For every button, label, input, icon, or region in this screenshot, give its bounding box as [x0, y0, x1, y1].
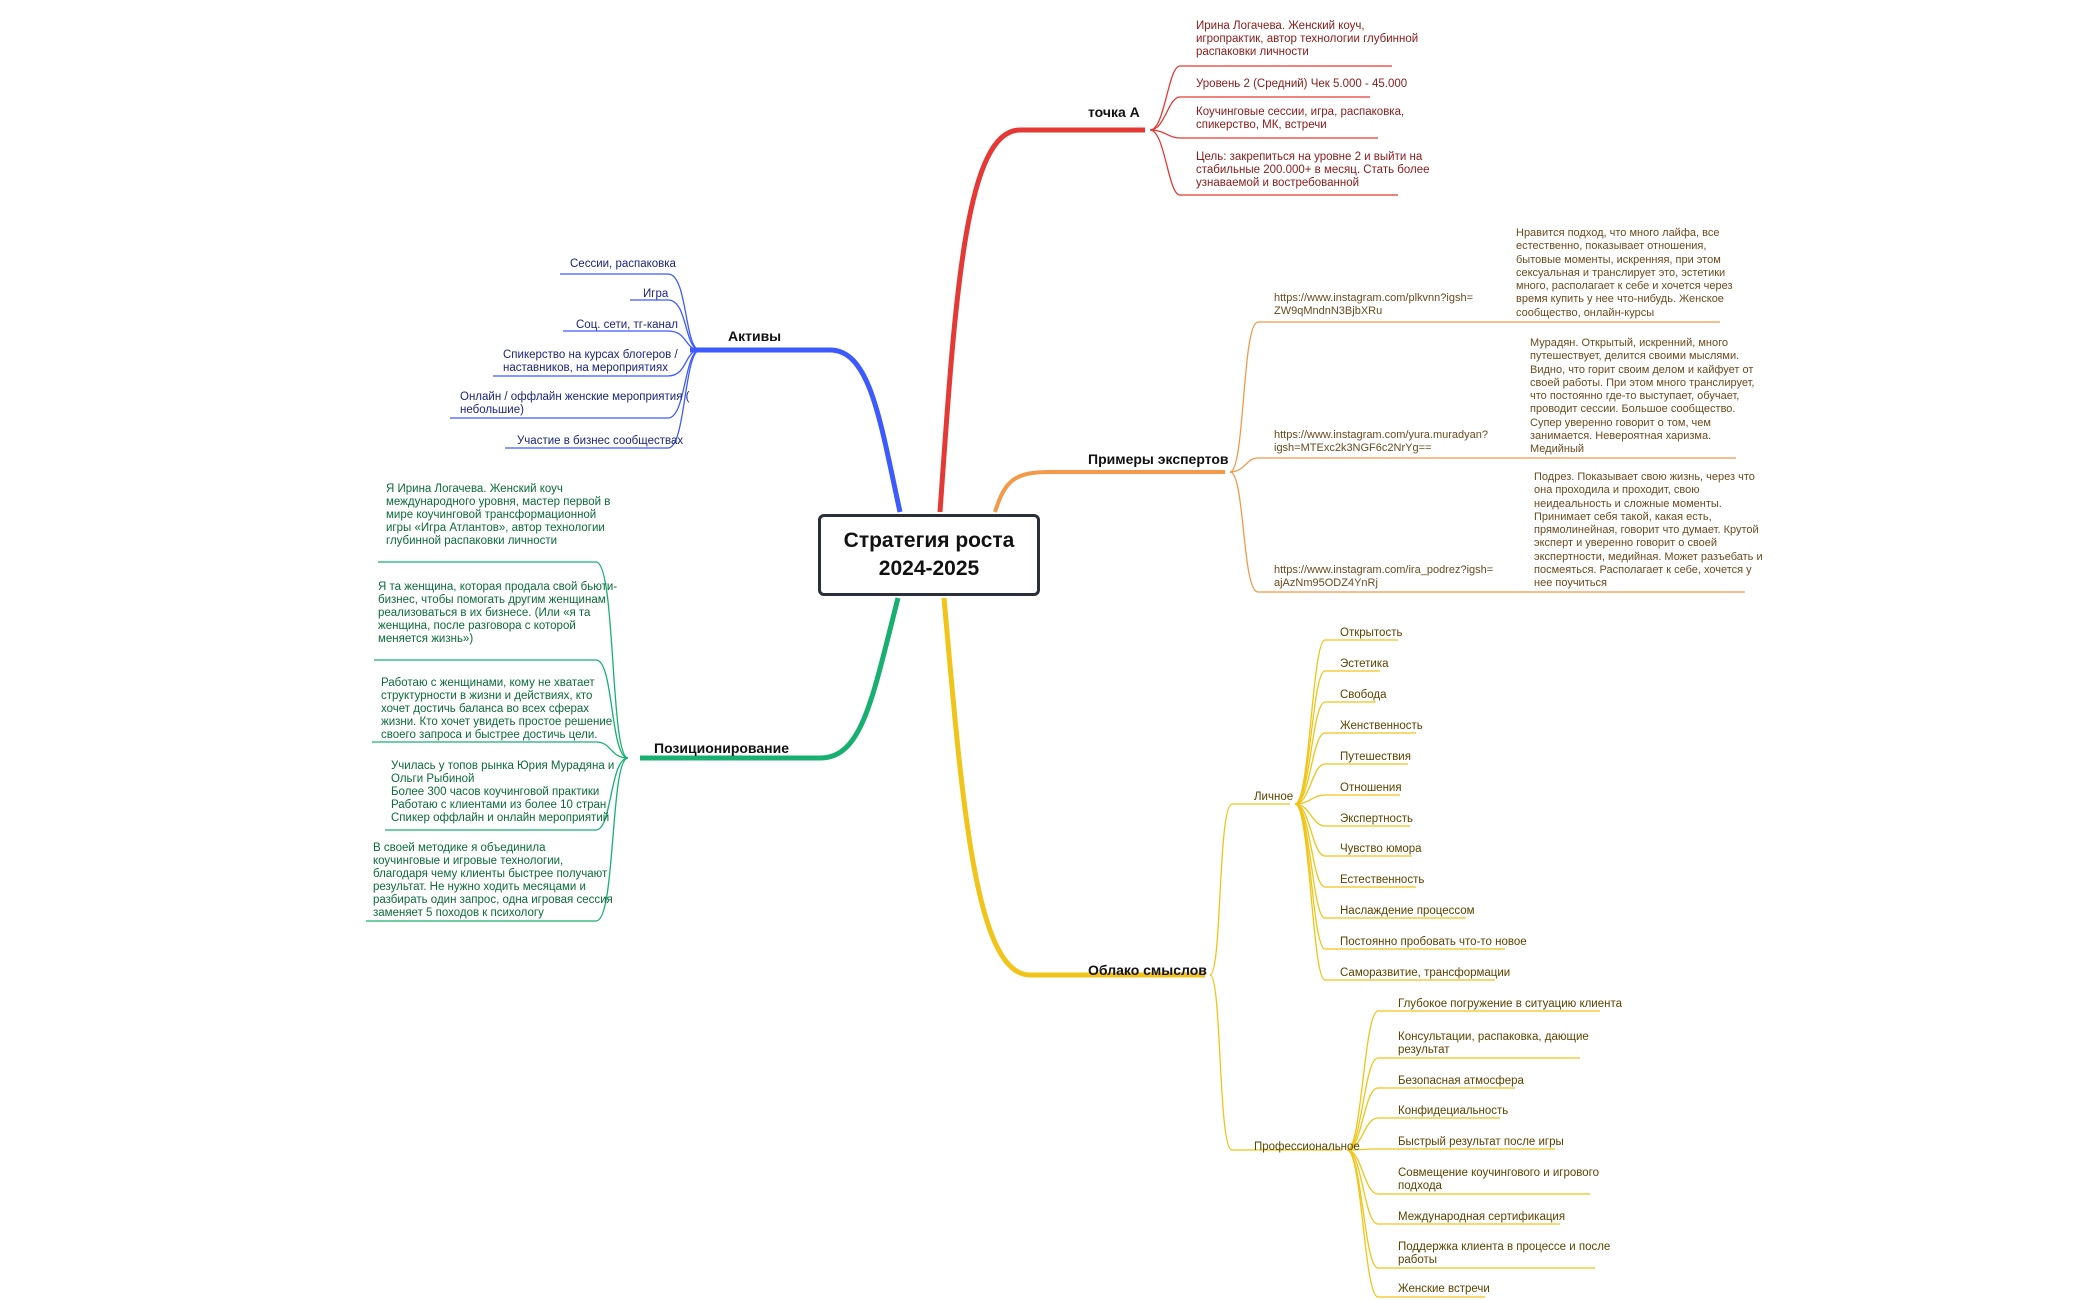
professional-item[interactable]: Женские встречи	[1398, 1283, 1490, 1295]
positioning-item[interactable]: В своей методике я объединила коучинговы…	[373, 842, 613, 919]
professional-item[interactable]: Глубокое погружение в ситуацию клиента	[1398, 998, 1623, 1010]
asset-item[interactable]: Участие в бизнес сообществах	[517, 435, 684, 447]
expert-link[interactable]: https://www.instagram.com/plkvnn?igsh= Z…	[1274, 292, 1474, 318]
asset-item[interactable]: Онлайн / оффлайн женские мероприятия ( н…	[460, 391, 690, 416]
personal-item[interactable]: Путешествия	[1340, 751, 1411, 763]
expert-note[interactable]: Подрез. Показывает свою жизнь, через что…	[1534, 471, 1763, 590]
personal-item[interactable]: Естественность	[1340, 874, 1425, 886]
point-a-item[interactable]: Ирина Логачева. Женский коуч, игропракти…	[1196, 20, 1419, 58]
personal-item[interactable]: Наслаждение процессом	[1340, 905, 1475, 917]
personal-item[interactable]: Эстетика	[1340, 658, 1389, 670]
point-a-item[interactable]: Уровень 2 (Средний) Чек 5.000 - 45.000	[1196, 78, 1408, 90]
asset-item[interactable]: Игра	[643, 288, 669, 300]
expert-link[interactable]: https://www.instagram.com/ira_podrez?igs…	[1274, 564, 1494, 590]
branch-point-a[interactable]: точка А	[1088, 104, 1140, 120]
positioning-item[interactable]: Я Ирина Логачева. Женский коуч междунаро…	[386, 483, 611, 547]
connector-main-assets	[690, 347, 903, 513]
personal-item[interactable]: Чувство юмора	[1340, 843, 1422, 855]
asset-item[interactable]: Спикерство на курсах блогеров / наставни…	[503, 349, 678, 374]
connector-main-a	[937, 127, 1145, 513]
asset-item[interactable]: Соц. сети, тг-канал	[576, 319, 678, 331]
connector-main-positioning	[640, 597, 901, 761]
branch-assets[interactable]: Активы	[728, 328, 782, 344]
positioning-item[interactable]: Училась у топов рынка Юрия Мурадяна и Ол…	[391, 760, 615, 824]
personal-item[interactable]: Женственность	[1340, 720, 1423, 732]
branch-experts[interactable]: Примеры экспертов	[1088, 451, 1229, 467]
meanings-personal[interactable]: Личное	[1254, 791, 1294, 803]
expert-link[interactable]: https://www.instagram.com/yura.muradyan?…	[1274, 429, 1488, 455]
professional-item[interactable]: Консультации, распаковка, дающие результ…	[1398, 1031, 1589, 1056]
expert-note[interactable]: Мурадян. Открытый, искренний, много путе…	[1530, 337, 1755, 456]
professional-item[interactable]: Безопасная атмосфера	[1398, 1075, 1524, 1087]
professional-item[interactable]: Поддержка клиента в процессе и после раб…	[1398, 1241, 1611, 1266]
professional-item[interactable]: Совмещение коучингового и игрового подхо…	[1398, 1167, 1600, 1192]
branch-positioning[interactable]: Позиционирование	[654, 740, 789, 756]
personal-item[interactable]: Экспертность	[1340, 813, 1413, 825]
central-topic[interactable]: Стратегия роста 2024-2025	[818, 514, 1040, 596]
personal-item[interactable]: Свобода	[1340, 689, 1387, 701]
point-a-item[interactable]: Коучинговые сессии, игра, распаковка, сп…	[1196, 106, 1405, 131]
personal-item[interactable]: Отношения	[1340, 782, 1402, 794]
connector-main-experts	[993, 470, 1225, 513]
personal-item[interactable]: Постоянно пробовать что-то новое	[1340, 936, 1527, 948]
professional-item[interactable]: Международная сертификация	[1398, 1211, 1566, 1223]
positioning-item[interactable]: Работаю с женщинами, кому не хватает стр…	[381, 677, 613, 741]
personal-item[interactable]: Открытость	[1340, 627, 1403, 639]
branch-meanings[interactable]: Облако смыслов	[1088, 962, 1207, 978]
meanings-professional[interactable]: Профессиональное	[1254, 1141, 1360, 1153]
connector-main-meanings	[941, 597, 1205, 978]
positioning-item[interactable]: Я та женщина, которая продала свой бьюти…	[378, 581, 618, 645]
point-a-item[interactable]: Цель: закрепиться на уровне 2 и выйти на…	[1196, 151, 1430, 189]
asset-item[interactable]: Сессии, распаковка	[570, 258, 676, 270]
professional-item[interactable]: Быстрый результат после игры	[1398, 1136, 1564, 1148]
personal-item[interactable]: Саморазвитие, трансформации	[1340, 967, 1511, 979]
professional-item[interactable]: Конфидециальность	[1398, 1105, 1509, 1117]
expert-note[interactable]: Нравится подход, что много лайфа, все ес…	[1516, 227, 1733, 319]
